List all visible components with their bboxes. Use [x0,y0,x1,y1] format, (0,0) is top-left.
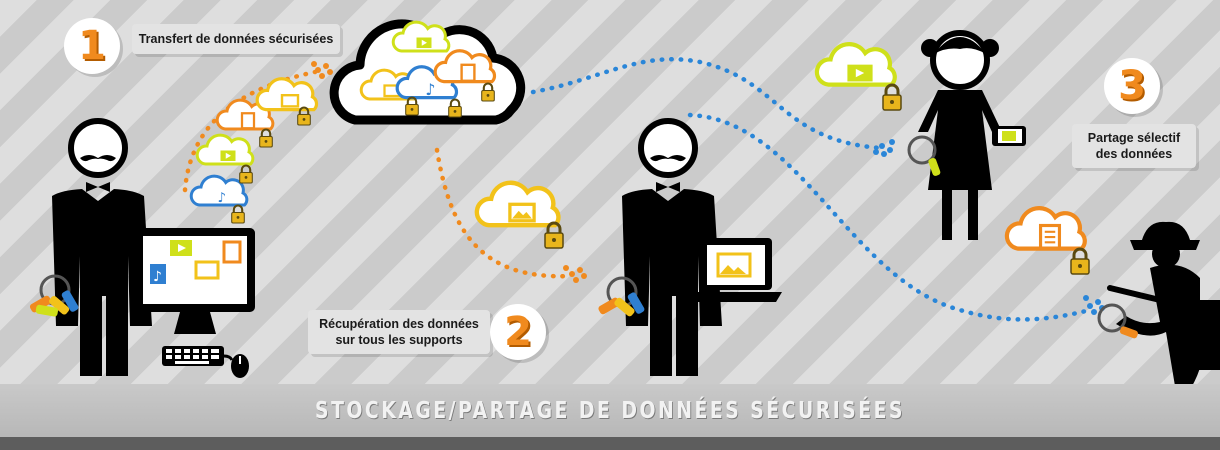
transfer-path-blue-share-hacker [687,112,1093,322]
footer-title: STOCKAGE/PARTAGE DE DONNÉES SÉCURISÉES [315,398,905,424]
step-label-3-line-2: des données [1095,147,1173,161]
arrowhead-dots-blue-1 [873,139,895,157]
hacker-figure [1107,221,1220,448]
main-cloud-icon: ♪ [329,19,526,125]
padlock-icon [238,164,254,185]
padlock-icon [881,83,903,112]
step-label-2-line-1: Récupération des données [319,317,479,331]
keyring-icon [907,135,941,176]
cloud-icon [477,183,559,225]
keyboard-icon [162,346,224,366]
laptop-icon [690,238,782,302]
cloud-icon: ♪ [189,174,249,207]
arrowhead-dots-orange-2 [563,265,587,283]
desktop-monitor: ♪ [135,228,255,334]
keyring-icon [1097,303,1138,339]
step-label-2-line-2: sur tous les supports [335,333,463,347]
step-label-1-line-1: Transfert de données sécurisées [138,32,334,46]
keyring-icon [29,274,79,317]
step-badge-1: 1 [64,18,120,74]
girl-figure [918,30,1026,240]
svg-text:♪: ♪ [425,80,435,99]
step-label-3-line-1: Partage sélectif [1087,131,1181,145]
cloud-icon [215,98,275,131]
padlock-icon [230,204,246,225]
svg-text:♪: ♪ [218,190,227,206]
cloud-icon [255,77,319,112]
svg-text:♪: ♪ [153,269,162,285]
transfer-path-blue-share-girl [530,57,883,151]
keyring-icon [598,276,645,317]
step-badge-2: 2 [490,304,546,360]
mouse-icon [223,354,249,378]
padlock-icon [258,128,274,149]
cloud-icon [817,44,895,84]
man-figure-middle [622,118,722,376]
cloud-icon [195,133,255,166]
transfer-path-orange-download [434,147,573,279]
footer-strip [0,437,1220,450]
padlock-icon [1069,247,1091,276]
step-label-3: Partage sélectif des données [1072,124,1196,168]
step-label-1: Transfert de données sécurisées [132,24,340,54]
arrowhead-dots-orange-1 [311,61,333,79]
step-badge-3: 3 [1104,58,1160,114]
man-figure-left [52,118,152,376]
step-label-2: Récupération des données sur tous les su… [308,310,490,354]
cloud-icon [1007,208,1085,248]
